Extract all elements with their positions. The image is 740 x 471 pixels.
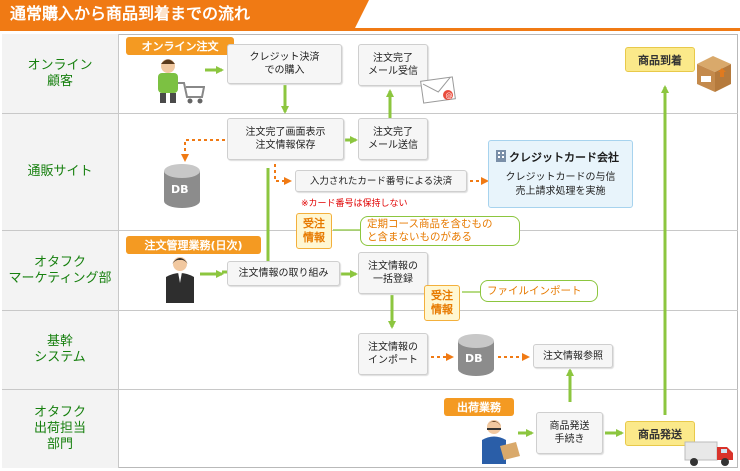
building-icon bbox=[496, 150, 506, 162]
mail-envelope-icon: @ bbox=[420, 76, 456, 104]
lane-label: オンライン 顧客 bbox=[2, 34, 119, 113]
lane-shipping: オタフク 出荷担当 部門 bbox=[2, 390, 738, 468]
card-settlement-box: 入力されたカード番号による決済 bbox=[295, 170, 467, 192]
lane-core-system: 基幹 システム bbox=[2, 311, 738, 390]
shipping-work-tag: 出荷業務 bbox=[444, 398, 514, 416]
svg-text:@: @ bbox=[446, 92, 453, 100]
db-label: DB bbox=[171, 183, 189, 196]
order-management-tag: 注文管理業務(日次) bbox=[126, 236, 261, 254]
lane-label: 通販サイト bbox=[2, 114, 119, 230]
mail-sent-box: 注文完了 メール送信 bbox=[358, 118, 428, 160]
credit-card-company-box: クレジットカード会社 クレジットカードの与信 売上請求処理を実施 bbox=[488, 140, 633, 208]
order-info-tag: 受注 情報 bbox=[296, 213, 332, 249]
product-shipping-box: 商品発送 bbox=[625, 421, 695, 446]
lane-label: 基幹 システム bbox=[2, 311, 119, 389]
lane-ec-site: 通販サイト bbox=[2, 114, 738, 231]
mail-received-box: 注文完了 メール受信 bbox=[358, 44, 428, 86]
cardboard-box-icon bbox=[697, 56, 731, 92]
order-intake-box: 注文情報の取り組み bbox=[227, 261, 340, 286]
order-complete-display-box: 注文完了画面表示 注文情報保存 bbox=[227, 118, 344, 160]
order-reference-box: 注文情報参照 bbox=[533, 344, 613, 368]
lane-label: オタフク 出荷担当 部門 bbox=[2, 390, 119, 468]
database-icon: DB bbox=[458, 334, 494, 376]
customer-with-cart-icon bbox=[158, 59, 205, 104]
db-label: DB bbox=[465, 352, 483, 365]
database-icon: DB bbox=[164, 164, 200, 208]
card-not-stored-note: ※カード番号は保持しない bbox=[301, 199, 408, 209]
person-suit-icon bbox=[166, 257, 194, 303]
import-order-box: 注文情報の インポート bbox=[358, 333, 428, 375]
regular-course-note: 定期コース商品を含むもの と含まないものがある bbox=[360, 216, 520, 246]
credit-card-company-desc: クレジットカードの与信 売上請求処理を実施 bbox=[505, 172, 616, 197]
worker-with-box-icon bbox=[482, 420, 520, 464]
bulk-register-box: 注文情報の 一括登録 bbox=[358, 252, 428, 294]
shipping-procedure-box: 商品発送 手続き bbox=[536, 412, 603, 454]
page-title: 通常購入から商品到着までの流れ bbox=[0, 0, 369, 28]
product-arrival-box: 商品到着 bbox=[625, 47, 695, 72]
file-import-note: ファイルインポート bbox=[480, 280, 598, 302]
lane-online-customer: オンライン 顧客 bbox=[2, 34, 738, 114]
lane-marketing: オタフク マーケティング部 bbox=[2, 231, 738, 311]
lane-label: オタフク マーケティング部 bbox=[2, 231, 119, 310]
title-underline bbox=[0, 28, 740, 31]
credit-card-company-name: クレジットカード会社 bbox=[509, 151, 619, 164]
order-info-tag-2: 受注 情報 bbox=[424, 285, 460, 321]
credit-purchase-box: クレジット決済 での購入 bbox=[227, 44, 342, 84]
online-order-tag: オンライン注文 bbox=[126, 37, 234, 55]
delivery-truck-icon bbox=[684, 441, 733, 466]
